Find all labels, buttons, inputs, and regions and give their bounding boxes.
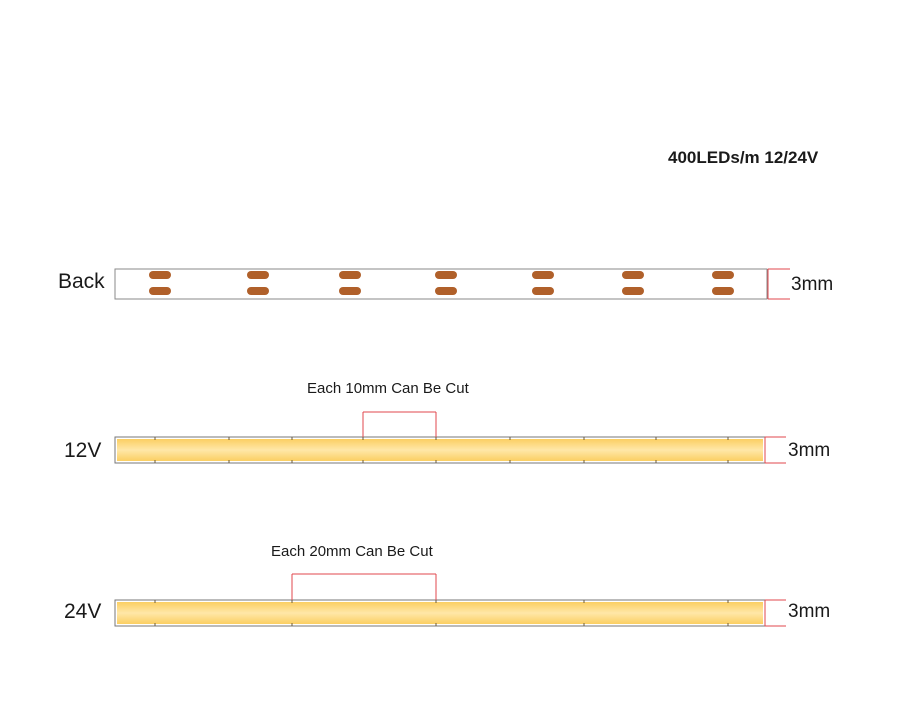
solder-pad: [339, 271, 361, 279]
12v-segment-marks: [154, 437, 729, 463]
24v-led-strip: [117, 602, 763, 624]
cut-note-12v: Each 10mm Can Be Cut: [307, 380, 469, 397]
24v-thickness-label: 3mm: [788, 601, 831, 622]
24v-thickness-marker: [764, 599, 786, 627]
solder-pads: [149, 271, 734, 295]
solder-pad: [712, 271, 734, 279]
cut-note-24v: Each 20mm Can Be Cut: [271, 543, 433, 560]
back-thickness-marker: [767, 268, 790, 300]
cut-bracket-12v: [362, 411, 437, 437]
solder-pad: [149, 271, 171, 279]
12v-thickness-label: 3mm: [788, 440, 831, 461]
solder-pad: [247, 287, 269, 295]
solder-pad: [247, 271, 269, 279]
solder-pad: [149, 287, 171, 295]
12v-led-strip: [117, 439, 763, 461]
solder-pad: [532, 271, 554, 279]
solder-pad: [532, 287, 554, 295]
solder-pad: [712, 287, 734, 295]
cut-bracket-24v: [291, 573, 437, 600]
solder-pad: [435, 271, 457, 279]
solder-pad: [339, 287, 361, 295]
solder-pad: [435, 287, 457, 295]
spec-title: 400LEDs/m 12/24V: [668, 148, 819, 167]
back-thickness-label: 3mm: [791, 274, 834, 295]
24v-label: 24V: [64, 600, 102, 623]
solder-pad: [622, 287, 644, 295]
back-label: Back: [58, 270, 105, 293]
12v-label: 12V: [64, 439, 102, 462]
solder-pad: [622, 271, 644, 279]
12v-thickness-marker: [764, 436, 786, 464]
24v-segment-marks: [154, 600, 729, 626]
